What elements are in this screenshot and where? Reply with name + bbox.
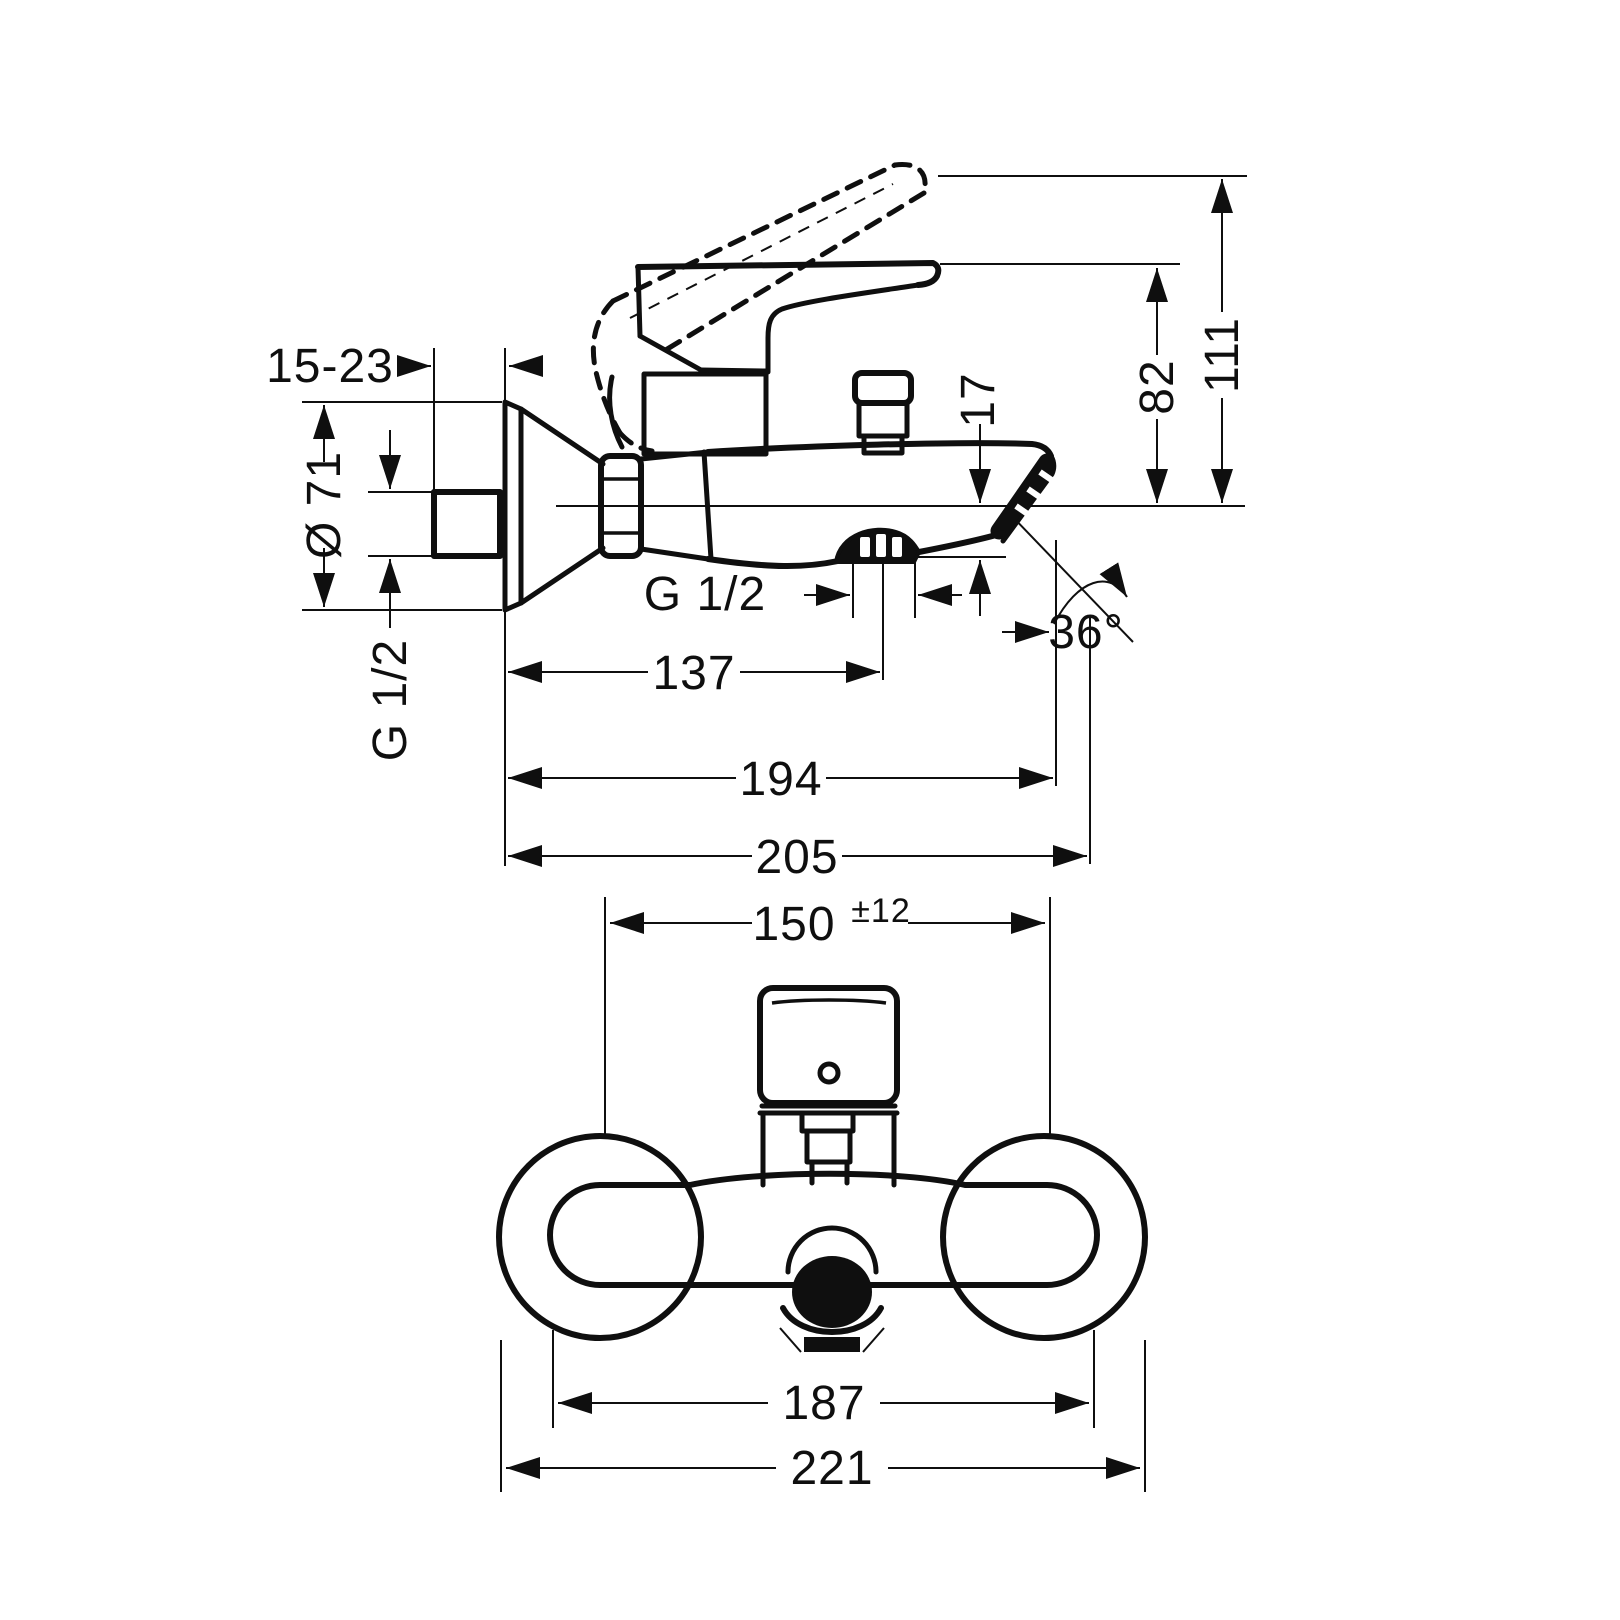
- dim-spout-reach: 194: [739, 753, 822, 806]
- dim-wall-thread: G 1/2: [364, 639, 417, 761]
- front-handle: [757, 985, 900, 1188]
- dim-lever-height: 111: [1196, 317, 1249, 393]
- outlet-angle-line: [1007, 511, 1134, 643]
- dim-rosette-centers: 187: [782, 1377, 865, 1430]
- side-view: 15-23 Ø 71 G 1/2 17 82 111 G 1/2 137 194…: [266, 161, 1249, 884]
- escutcheon-plate: [502, 399, 524, 613]
- dim-supply-centers: 150: [752, 898, 835, 951]
- right-escutcheon: [940, 1133, 1148, 1341]
- side-dimension-lines: [313, 179, 1233, 867]
- dim-wall-adjust-depth: 15-23: [266, 340, 394, 393]
- handle-dot: [817, 1061, 841, 1085]
- side-dimension-labels: 15-23 Ø 71 G 1/2 17 82 111 G 1/2 137 194…: [266, 317, 1249, 884]
- dim-diverter-center-depth: 137: [652, 647, 735, 700]
- lever-handle-raised-dashed: [590, 161, 928, 454]
- diverter-hub: [834, 527, 921, 564]
- front-faucet-body: [496, 985, 1148, 1353]
- side-faucet-body: [431, 161, 1058, 613]
- front-view: 150 ±12 187 221: [496, 892, 1148, 1495]
- aerator-band: [990, 453, 1058, 540]
- body-capsule: [547, 1170, 1100, 1288]
- dim-supply-tolerance: ±12: [851, 892, 910, 930]
- lever-handle: [607, 260, 942, 450]
- spout-outlet-front: [779, 1225, 885, 1353]
- front-dimension-lines: [506, 912, 1140, 1479]
- wall-connection-stub: [431, 489, 503, 559]
- dim-escutcheon-diameter: Ø 71: [298, 451, 351, 559]
- outlet-bottom-bar: [804, 1337, 860, 1352]
- front-dimension-labels: 150 ±12 187 221: [752, 892, 910, 1495]
- dim-overall-depth: 205: [755, 831, 838, 884]
- front-extension-lines: [500, 897, 1146, 1492]
- dim-outlet-angle: 36°: [1048, 606, 1124, 659]
- dim-overall-width: 221: [790, 1442, 873, 1495]
- dim-body-height: 82: [1131, 359, 1184, 414]
- connection-nut: [598, 453, 644, 559]
- left-escutcheon: [496, 1133, 704, 1341]
- dim-hose-thread: G 1/2: [644, 568, 766, 621]
- mixer-body-block: [641, 371, 769, 457]
- spout: [705, 370, 1058, 569]
- dim-outlet-drop: 17: [952, 372, 1005, 427]
- diverter-knob: [852, 370, 914, 456]
